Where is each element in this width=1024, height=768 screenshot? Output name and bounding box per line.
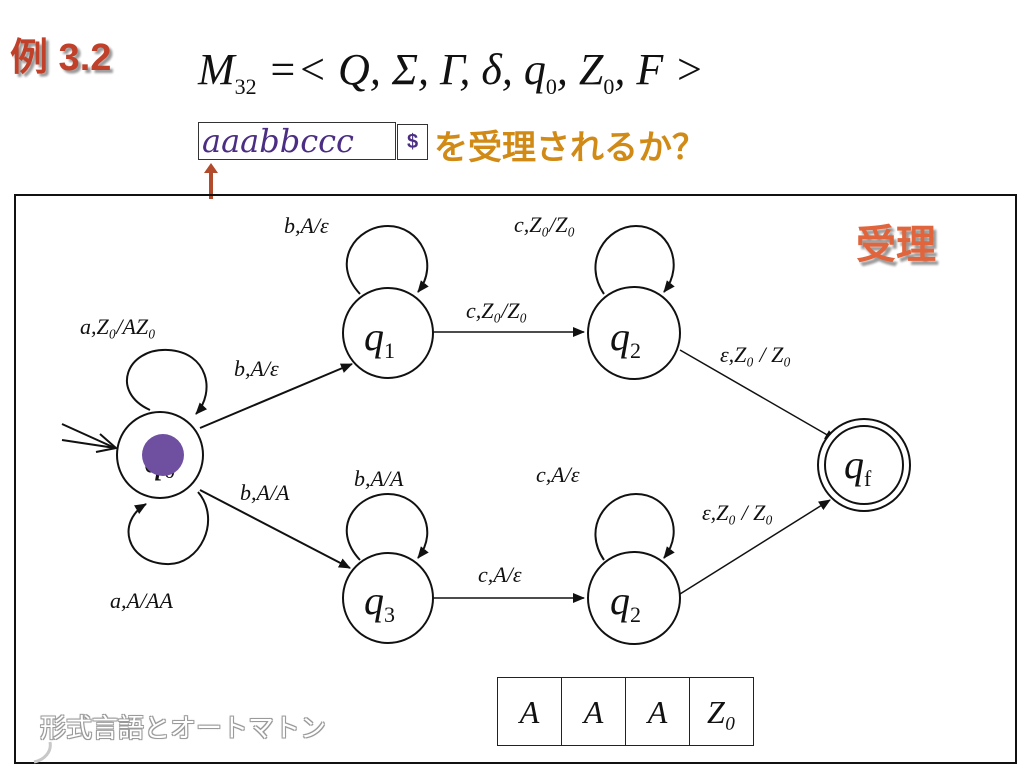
state-q3 bbox=[342, 552, 434, 644]
label-q1-q2: c,Z₀/Z₀ bbox=[466, 298, 527, 323]
footer-swoosh-decoration bbox=[33, 741, 52, 764]
loop-q2-top bbox=[594, 224, 675, 295]
label-q2-bottom-loop: c,A/ε bbox=[536, 462, 580, 487]
label-q2-top-loop: c,Z₀/Z₀ bbox=[514, 212, 575, 237]
machine-index: 32 bbox=[234, 73, 257, 99]
state-label-qf: qf bbox=[844, 442, 872, 491]
loop-q0-bottom bbox=[127, 491, 209, 566]
machine-tail: , F > bbox=[614, 45, 704, 94]
state-qf-outer bbox=[817, 418, 911, 512]
stack-cell: A bbox=[562, 677, 626, 745]
stack-cell: A bbox=[498, 677, 562, 745]
machine-name: M bbox=[198, 45, 235, 94]
edge-q0-q3 bbox=[199, 489, 351, 569]
label-q3-q2: c,A/ε bbox=[478, 562, 522, 587]
machine-z0-subscript: 0 bbox=[603, 73, 615, 99]
label-q2-top-qf: ε,Z₀ / Z₀ bbox=[720, 342, 791, 367]
example-title: 例 3.2 bbox=[10, 37, 112, 79]
machine-definition: M32 =< Q, Σ, Γ, δ, q0, Z0, F > bbox=[198, 44, 704, 100]
machine-z-part: , Z bbox=[556, 45, 604, 94]
edge-q2-bottom-qf bbox=[679, 499, 831, 595]
label-q3-loop: b,A/A bbox=[354, 466, 404, 491]
stack-cell: A bbox=[626, 677, 690, 745]
state-label-q2-bottom: q2 bbox=[610, 578, 641, 627]
question-text: を受理されるか？ bbox=[434, 128, 706, 168]
edge-q0-q1 bbox=[199, 363, 353, 429]
loop-q0-top bbox=[125, 348, 208, 415]
label-q0-loop-bottom: a,A/AA bbox=[110, 588, 173, 613]
state-label-q1: q1 bbox=[364, 314, 395, 363]
accept-label: 受理 bbox=[856, 222, 936, 268]
loop-q2-bottom bbox=[594, 492, 675, 561]
diagram-frame bbox=[14, 194, 1017, 764]
state-q1 bbox=[342, 287, 434, 379]
edge-q2-top-qf bbox=[679, 349, 837, 441]
loop-q1 bbox=[345, 224, 429, 295]
state-label-q3: q3 bbox=[364, 578, 395, 627]
state-q2-bottom bbox=[587, 551, 681, 645]
read-head-arrow bbox=[204, 163, 218, 199]
footer-course-title: 形式言語とオートマトン bbox=[40, 714, 327, 744]
machine-q0-subscript: 0 bbox=[545, 73, 557, 99]
label-q0-q3: b,A/A bbox=[240, 480, 290, 505]
label-q0-loop-top: a,Z₀/AZ₀ bbox=[80, 314, 156, 339]
current-state-marker bbox=[142, 434, 184, 476]
input-string-box: aaabbccc bbox=[198, 122, 396, 160]
stack-cell: Z₀ bbox=[690, 677, 754, 745]
stack-contents: A A A Z₀ bbox=[497, 677, 754, 746]
state-label-q2-top: q2 bbox=[610, 314, 641, 363]
state-q2-top bbox=[587, 286, 681, 380]
start-arrow bbox=[61, 423, 119, 453]
loop-q3 bbox=[345, 492, 429, 561]
end-marker-box: $ bbox=[397, 124, 428, 160]
machine-tuple: =< Q, Σ, Γ, δ, q bbox=[267, 45, 546, 94]
label-q2-bottom-qf: ε,Z₀ / Z₀ bbox=[702, 500, 773, 525]
label-q0-q1: b,A/ε bbox=[234, 356, 279, 381]
label-q1-loop: b,A/ε bbox=[284, 213, 329, 238]
state-qf-inner bbox=[824, 425, 904, 505]
